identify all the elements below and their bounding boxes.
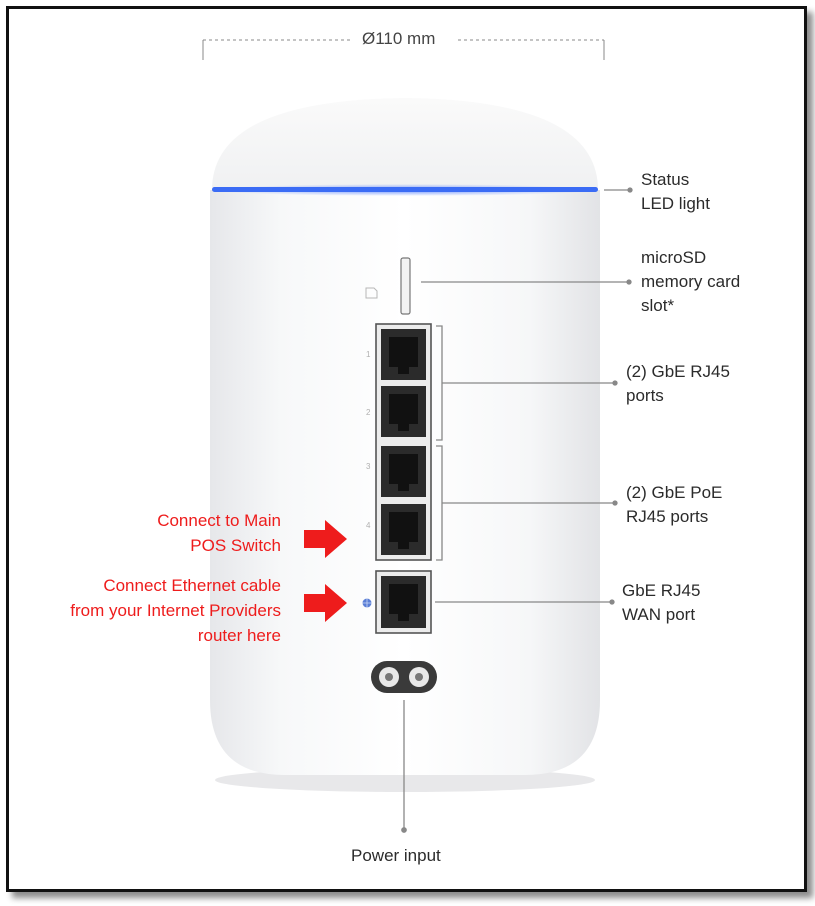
microsd-slot — [400, 257, 411, 315]
poe-ports-label: (2) GbE PoE RJ45 ports — [626, 483, 723, 526]
rj45-port-1 — [381, 329, 426, 380]
sd-card-icon — [365, 287, 378, 299]
port-number-4: 4 — [366, 521, 371, 530]
globe-icon-lines — [362, 598, 372, 608]
leader-lines — [401, 187, 633, 833]
microsd-label: microSD memory card slot* — [641, 248, 741, 315]
power-input-label: Power input — [351, 846, 441, 865]
dimension-label: Ø110 mm — [352, 29, 446, 49]
device-cap — [212, 98, 598, 190]
wan-port — [375, 570, 432, 634]
main-switch-annotation: Connect to Main POS Switch — [157, 511, 281, 555]
gbe-ports-label: (2) GbE RJ45 ports — [626, 362, 730, 405]
status-led — [212, 187, 598, 192]
rj45-port-2 — [381, 386, 426, 437]
internet-annotation: Connect Ethernet cable from your Interne… — [70, 576, 281, 645]
status-led-label: Status LED light — [641, 170, 710, 213]
port-number-2: 2 — [366, 408, 371, 417]
rj45-port-4 — [381, 504, 426, 555]
dimension-line — [202, 39, 605, 60]
rj45-port-3 — [381, 446, 426, 497]
lan-port-panel — [375, 323, 432, 561]
port-number-3: 3 — [366, 462, 371, 471]
port-number-1: 1 — [366, 350, 371, 359]
wan-port-label: GbE RJ45 WAN port — [622, 581, 701, 624]
power-connector — [371, 661, 437, 693]
arrow-right-icon-main-switch — [304, 520, 347, 558]
arrow-right-icon-internet — [304, 584, 347, 622]
